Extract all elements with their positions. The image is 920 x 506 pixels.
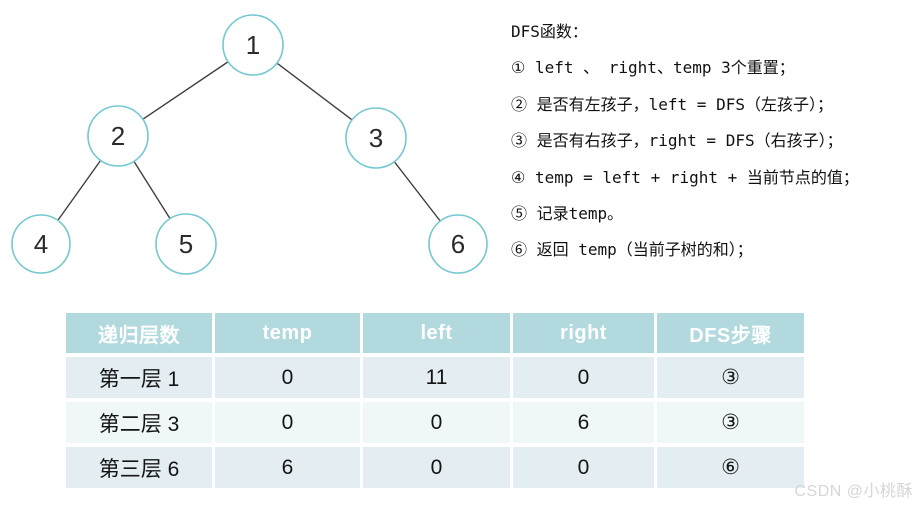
table-cell-r3-c1: 第三层 6 (66, 447, 212, 488)
table-cell-r2-c3: 0 (363, 402, 510, 443)
tree-node-label-1: 1 (246, 30, 260, 60)
tree-node-2 (87, 105, 149, 167)
dfs-notes-title: DFS函数： (511, 22, 588, 41)
table-cell-r2-c2: 0 (215, 402, 360, 443)
tree-node-4 (11, 214, 71, 274)
tree-node-5 (155, 213, 217, 275)
table-cell-r2-c4: 6 (513, 402, 654, 443)
dfs-notes: DFS函数： ① left 、 right、temp 3个重置； ② 是否有左孩子… (511, 14, 916, 269)
dfs-step-1: ① left 、 right、temp 3个重置； (511, 58, 795, 78)
tree-node-label-5: 5 (179, 229, 193, 259)
binary-tree-diagram: 1 2 3 4 5 6 (11, 14, 488, 275)
watermark: CSDN @小桃酥 (794, 483, 913, 500)
table-cell-r1-c5: ③ (657, 357, 804, 398)
table-cell-r1-c1: 第一层 1 (66, 357, 212, 398)
table-cell-r2-c1: 第二层 3 (66, 402, 212, 443)
table-cell-r1-c2: 0 (215, 357, 360, 398)
table-cell-r3-c4: 0 (513, 447, 654, 488)
dfs-step-4: ④ temp = left + right + 当前节点的值； (511, 167, 859, 187)
table-cell-r3-c2: 6 (215, 447, 360, 488)
table-cell-r3-c5: ⑥ (657, 447, 804, 488)
table-header-left: left (363, 313, 510, 353)
table-header-dfs-step: DFS步骤 (657, 313, 804, 353)
dfs-step-5: ⑤ 记录temp。 (511, 204, 624, 224)
tree-node-1 (222, 14, 284, 76)
table-header-level: 递归层数 (66, 313, 212, 353)
tree-node-label-6: 6 (451, 229, 465, 259)
table-cell-r1-c3: 11 (363, 357, 510, 398)
tree-nodes: 1 2 3 4 5 6 (11, 14, 488, 275)
tree-node-label-4: 4 (34, 229, 48, 259)
tree-node-6 (428, 214, 488, 274)
dfs-step-6: ⑥ 返回 temp（当前子树的和）； (511, 240, 753, 260)
table-cell-r1-c4: 0 (513, 357, 654, 398)
tree-node-3 (345, 107, 407, 169)
table-cell-r3-c3: 0 (363, 447, 510, 488)
dfs-step-2: ② 是否有左孩子，left = DFS（左孩子）； (511, 94, 833, 114)
dfs-step-3: ③ 是否有右孩子，right = DFS（右孩子）； (511, 131, 843, 151)
table-header-right: right (513, 313, 654, 353)
table-header-temp: temp (215, 313, 360, 353)
tree-node-label-2: 2 (111, 121, 125, 151)
dfs-steps: ① left 、 right、temp 3个重置； ② 是否有左孩子，left =… (511, 50, 916, 268)
table-cell-r2-c5: ③ (657, 402, 804, 443)
tree-node-label-3: 3 (369, 123, 383, 153)
